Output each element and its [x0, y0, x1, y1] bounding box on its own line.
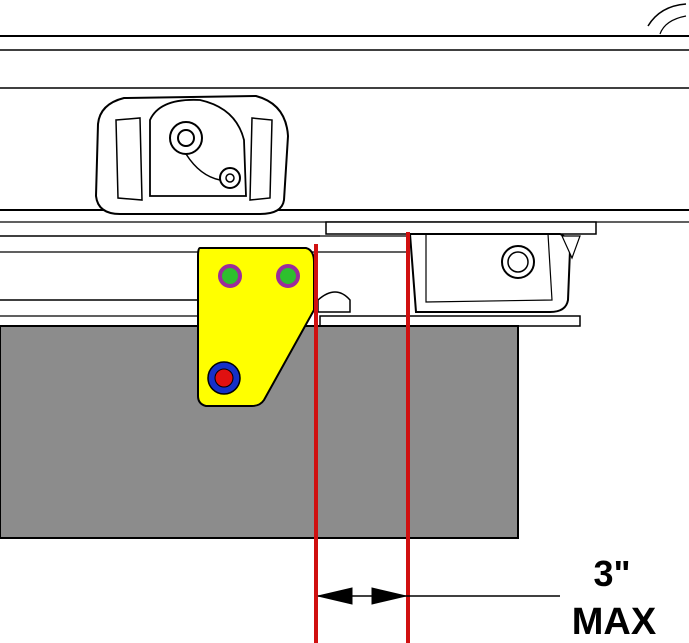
- mounting-bracket: [197, 247, 315, 407]
- dimension-qualifier: MAX: [572, 601, 657, 643]
- bolt-icon: [218, 264, 242, 288]
- dimension-arrow: [317, 587, 560, 605]
- dimension-lines: [314, 232, 410, 643]
- dimension-value: 3": [593, 553, 630, 594]
- top-rail: [0, 3, 689, 89]
- hinge-assembly: [317, 221, 597, 327]
- bolt-icon: [276, 264, 300, 288]
- cam-latch: [94, 94, 290, 215]
